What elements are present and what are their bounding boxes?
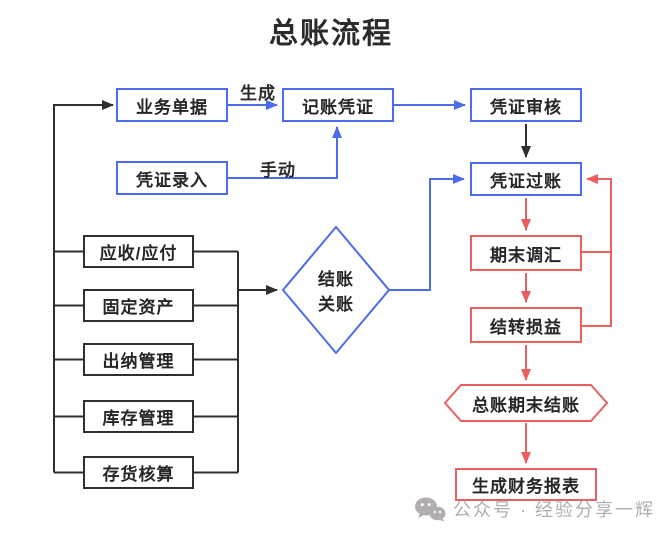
- period-end-hexagon-label: 总账期末结账: [472, 395, 580, 415]
- edge-label-generate: 生成: [240, 84, 276, 103]
- connector-feedback-to-posting: [582, 174, 612, 327]
- wechat-icon: [415, 497, 446, 522]
- watermark-text: 公众号 · 经验分享一辉: [453, 500, 655, 520]
- blue-connectors: [228, 100, 466, 291]
- red-connectors: [521, 174, 612, 464]
- connector-subledger-loop-to-business-doc: [53, 100, 114, 473]
- node-subledger-stock-accounting: 存货核算: [83, 456, 194, 489]
- node-bookkeeping-voucher: 记账凭证: [282, 88, 394, 122]
- node-subledger-cashier: 出纳管理: [83, 343, 194, 376]
- watermark: 公众号 · 经验分享一辉: [414, 496, 655, 522]
- node-voucher-entry: 凭证录入: [116, 161, 228, 195]
- decision-line2: 关账: [318, 295, 354, 314]
- node-subledger-fixed-assets: 固定资产: [83, 289, 194, 322]
- node-subledger-receivable-payable: 应收/应付: [83, 235, 194, 268]
- period-end-hexagon-shape: [443, 384, 609, 422]
- node-voucher-posting: 凭证过账: [470, 162, 582, 196]
- connector-entry-to-voucher: [228, 126, 342, 179]
- black-connectors: [53, 100, 531, 474]
- node-subledger-inventory-mgmt: 库存管理: [83, 400, 194, 433]
- node-voucher-review: 凭证审核: [470, 88, 582, 122]
- node-generate-financial-reports: 生成财务报表: [455, 468, 597, 501]
- node-period-end-revaluation: 期末调汇: [470, 235, 582, 271]
- connector-decision-to-posting: [389, 174, 465, 291]
- edge-label-manual: 手动: [260, 161, 296, 180]
- page-title: 总账流程: [268, 18, 393, 50]
- decision-diamond-label: 结账 关账: [300, 262, 372, 318]
- node-business-doc: 业务单据: [116, 88, 228, 122]
- node-transfer-profit-loss: 结转损益: [470, 307, 582, 343]
- decision-line1: 结账: [318, 270, 354, 289]
- decision-diamond-shape: [281, 225, 391, 355]
